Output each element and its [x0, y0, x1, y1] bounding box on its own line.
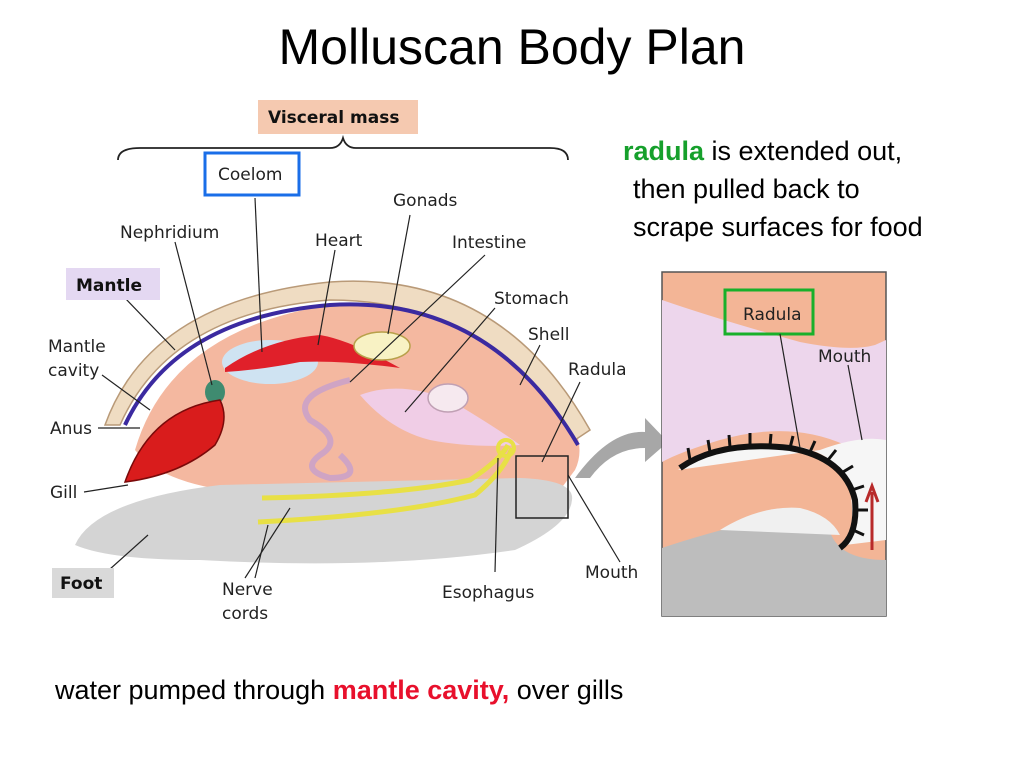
- radula-inset-box: [723, 288, 815, 336]
- digestive-gland-shape: [427, 383, 469, 413]
- foot-label-bg: [52, 568, 114, 598]
- radula-inset: Radula Mouth: [661, 271, 887, 617]
- radula-note-line1-rest: is extended out,: [704, 136, 903, 166]
- coelom-box: [203, 151, 301, 197]
- label-esophagus: Esophagus: [442, 583, 535, 603]
- radula-teeth: [686, 433, 868, 537]
- shell-shape: [103, 280, 591, 442]
- zoom-arrow: [575, 418, 668, 478]
- label-stomach: Stomach: [494, 289, 569, 309]
- inset-label-mouth: Mouth: [818, 347, 871, 367]
- label-nerve-cords-1: Nerve: [222, 580, 273, 600]
- label-gill: Gill: [50, 483, 77, 503]
- label-intestine: Intestine: [452, 233, 526, 253]
- label-nephridium: Nephridium: [120, 223, 219, 243]
- gonads-shape: [353, 331, 411, 361]
- radula-note-highlight: radula: [623, 136, 705, 166]
- label-visceral-mass: Visceral mass: [268, 108, 399, 128]
- radula-note-line3: scrape surfaces for food: [633, 212, 923, 242]
- inset-label-radula: Radula: [743, 305, 802, 325]
- label-nerve-cords-2: cords: [222, 604, 268, 624]
- label-gonads: Gonads: [393, 191, 458, 211]
- label-mouth: Mouth: [585, 563, 638, 583]
- label-foot: Foot: [60, 574, 102, 594]
- water-note-prefix: water pumped through: [55, 675, 333, 705]
- water-note: water pumped through mantle cavity, over…: [55, 675, 955, 706]
- label-coelom: Coelom: [218, 165, 282, 185]
- radula-note-line1: radula is extended out,: [623, 132, 1003, 170]
- visceral-mass-brace: [117, 134, 569, 161]
- label-mantle-cavity-1: Mantle: [48, 337, 106, 357]
- label-mantle: Mantle: [76, 276, 142, 296]
- label-radula: Radula: [568, 360, 627, 380]
- intestine-shape: [302, 377, 354, 482]
- page-title: Molluscan Body Plan: [278, 19, 746, 75]
- stomach-shape: [360, 388, 520, 446]
- mantle-line: [123, 302, 580, 447]
- radula-note-line2: then pulled back to: [633, 174, 860, 204]
- retract-arrow: [864, 481, 880, 550]
- label-shell: Shell: [528, 325, 569, 345]
- nephridium-shape: [205, 380, 225, 404]
- radula-detail-box: [515, 455, 569, 519]
- radula-note: radula is extended out, then pulled back…: [623, 132, 1003, 246]
- label-anus: Anus: [50, 419, 92, 439]
- nerve-ring-shape: [496, 438, 516, 458]
- nerve-cords-shape: [257, 443, 515, 525]
- visceral-mass-label-bg: [258, 100, 418, 134]
- gill-shape: [123, 399, 225, 483]
- water-note-suffix: over gills: [509, 675, 624, 705]
- radula-teeth-line: [678, 443, 859, 551]
- label-mantle-cavity-2: cavity: [48, 361, 99, 381]
- label-heart: Heart: [315, 231, 363, 251]
- mantle-label-bg: [66, 268, 160, 300]
- water-note-highlight: mantle cavity,: [332, 675, 510, 705]
- leader-lines: [83, 197, 621, 579]
- heart-shape: [225, 335, 400, 372]
